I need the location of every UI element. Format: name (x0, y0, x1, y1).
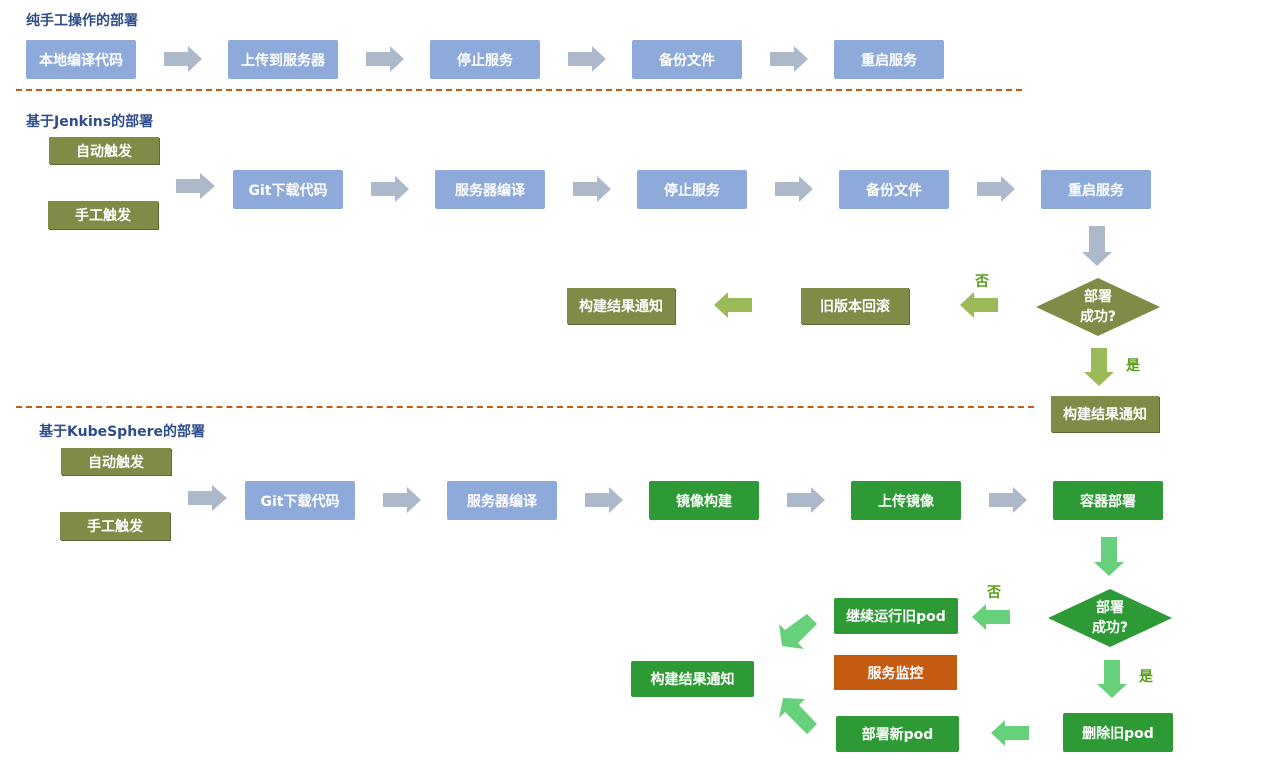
arrow-right-icon (383, 487, 421, 513)
step-backup-files: 备份文件 (632, 40, 742, 79)
rollback-old-version: 旧版本回滚 (801, 288, 909, 324)
no-label: 否 (987, 585, 1001, 601)
step-git-download: Git下载代码 (233, 170, 343, 209)
notify-result-success: 构建结果通知 (1051, 396, 1159, 432)
arrow-down-icon (1084, 348, 1114, 386)
step-backup-files: 备份文件 (839, 170, 949, 209)
trigger-manual: 手工触发 (60, 512, 170, 540)
step-upload-to-server: 上传到服务器 (228, 40, 338, 79)
arrow-down-icon (1082, 226, 1112, 266)
step-stop-service: 停止服务 (430, 40, 540, 79)
step-git-download: Git下载代码 (245, 481, 355, 520)
arrow-right-icon (585, 487, 623, 513)
arrow-left-icon (714, 292, 752, 318)
keep-old-pod: 继续运行旧pod (834, 598, 958, 634)
notify-result-fail: 构建结果通知 (567, 288, 675, 324)
arrow-down-icon (1097, 660, 1127, 698)
trigger-auto: 自动触发 (49, 137, 159, 164)
arrow-right-icon (977, 176, 1015, 202)
step-stop-service: 停止服务 (637, 170, 747, 209)
decision-line-1: 部署 (1096, 600, 1124, 616)
trigger-auto: 自动触发 (61, 448, 171, 475)
section-divider-1 (16, 89, 1022, 91)
deploy-new-pod: 部署新pod (836, 716, 959, 752)
step-local-compile: 本地编译代码 (26, 40, 136, 79)
arrow-diagonal-icon (779, 614, 817, 649)
yes-label: 是 (1139, 669, 1153, 685)
decision-text-jenkins: 部署 成功? (1068, 287, 1128, 327)
arrow-right-icon (770, 46, 808, 72)
arrow-left-icon (991, 720, 1029, 746)
step-image-build: 镜像构建 (649, 481, 759, 520)
arrow-right-icon (164, 46, 202, 72)
step-server-compile: 服务器编译 (447, 481, 557, 520)
step-restart-service: 重启服务 (1041, 170, 1151, 209)
arrow-right-icon (371, 176, 409, 202)
arrow-right-icon (366, 46, 404, 72)
arrow-right-icon (787, 487, 825, 513)
section-title-manual: 纯手工操作的部署 (26, 13, 138, 29)
delete-old-pod: 删除旧pod (1063, 713, 1173, 752)
section-divider-2 (16, 406, 1034, 408)
step-image-upload: 上传镜像 (851, 481, 961, 520)
decision-diamond (1036, 278, 1160, 336)
section-title-jenkins: 基于Jenkins的部署 (26, 114, 154, 130)
arrow-right-icon (568, 46, 606, 72)
arrow-down-icon (1094, 537, 1124, 576)
arrow-right-icon (775, 176, 813, 202)
arrow-right-icon (989, 487, 1027, 513)
service-monitor: 服务监控 (834, 655, 957, 690)
decision-diamond (1048, 589, 1172, 647)
trigger-manual: 手工触发 (48, 201, 158, 229)
yes-label: 是 (1126, 358, 1140, 374)
arrow-right-icon (573, 176, 611, 202)
arrow-left-icon (960, 292, 998, 318)
decision-line-2: 成功? (1079, 309, 1117, 325)
decision-line-1: 部署 (1084, 289, 1112, 305)
section-title-kubesphere: 基于KubeSphere的部署 (39, 424, 206, 440)
notify-result: 构建结果通知 (631, 661, 754, 697)
decision-text-kubesphere: 部署 成功? (1080, 598, 1140, 638)
arrow-right-icon (176, 173, 215, 199)
arrow-right-icon (188, 485, 227, 511)
arrow-left-icon (972, 604, 1010, 630)
decision-line-2: 成功? (1091, 620, 1129, 636)
step-restart-service: 重启服务 (834, 40, 944, 79)
step-container-deploy: 容器部署 (1053, 481, 1163, 520)
step-server-compile: 服务器编译 (435, 170, 545, 209)
arrow-diagonal-icon (779, 698, 817, 734)
no-label: 否 (975, 274, 989, 290)
